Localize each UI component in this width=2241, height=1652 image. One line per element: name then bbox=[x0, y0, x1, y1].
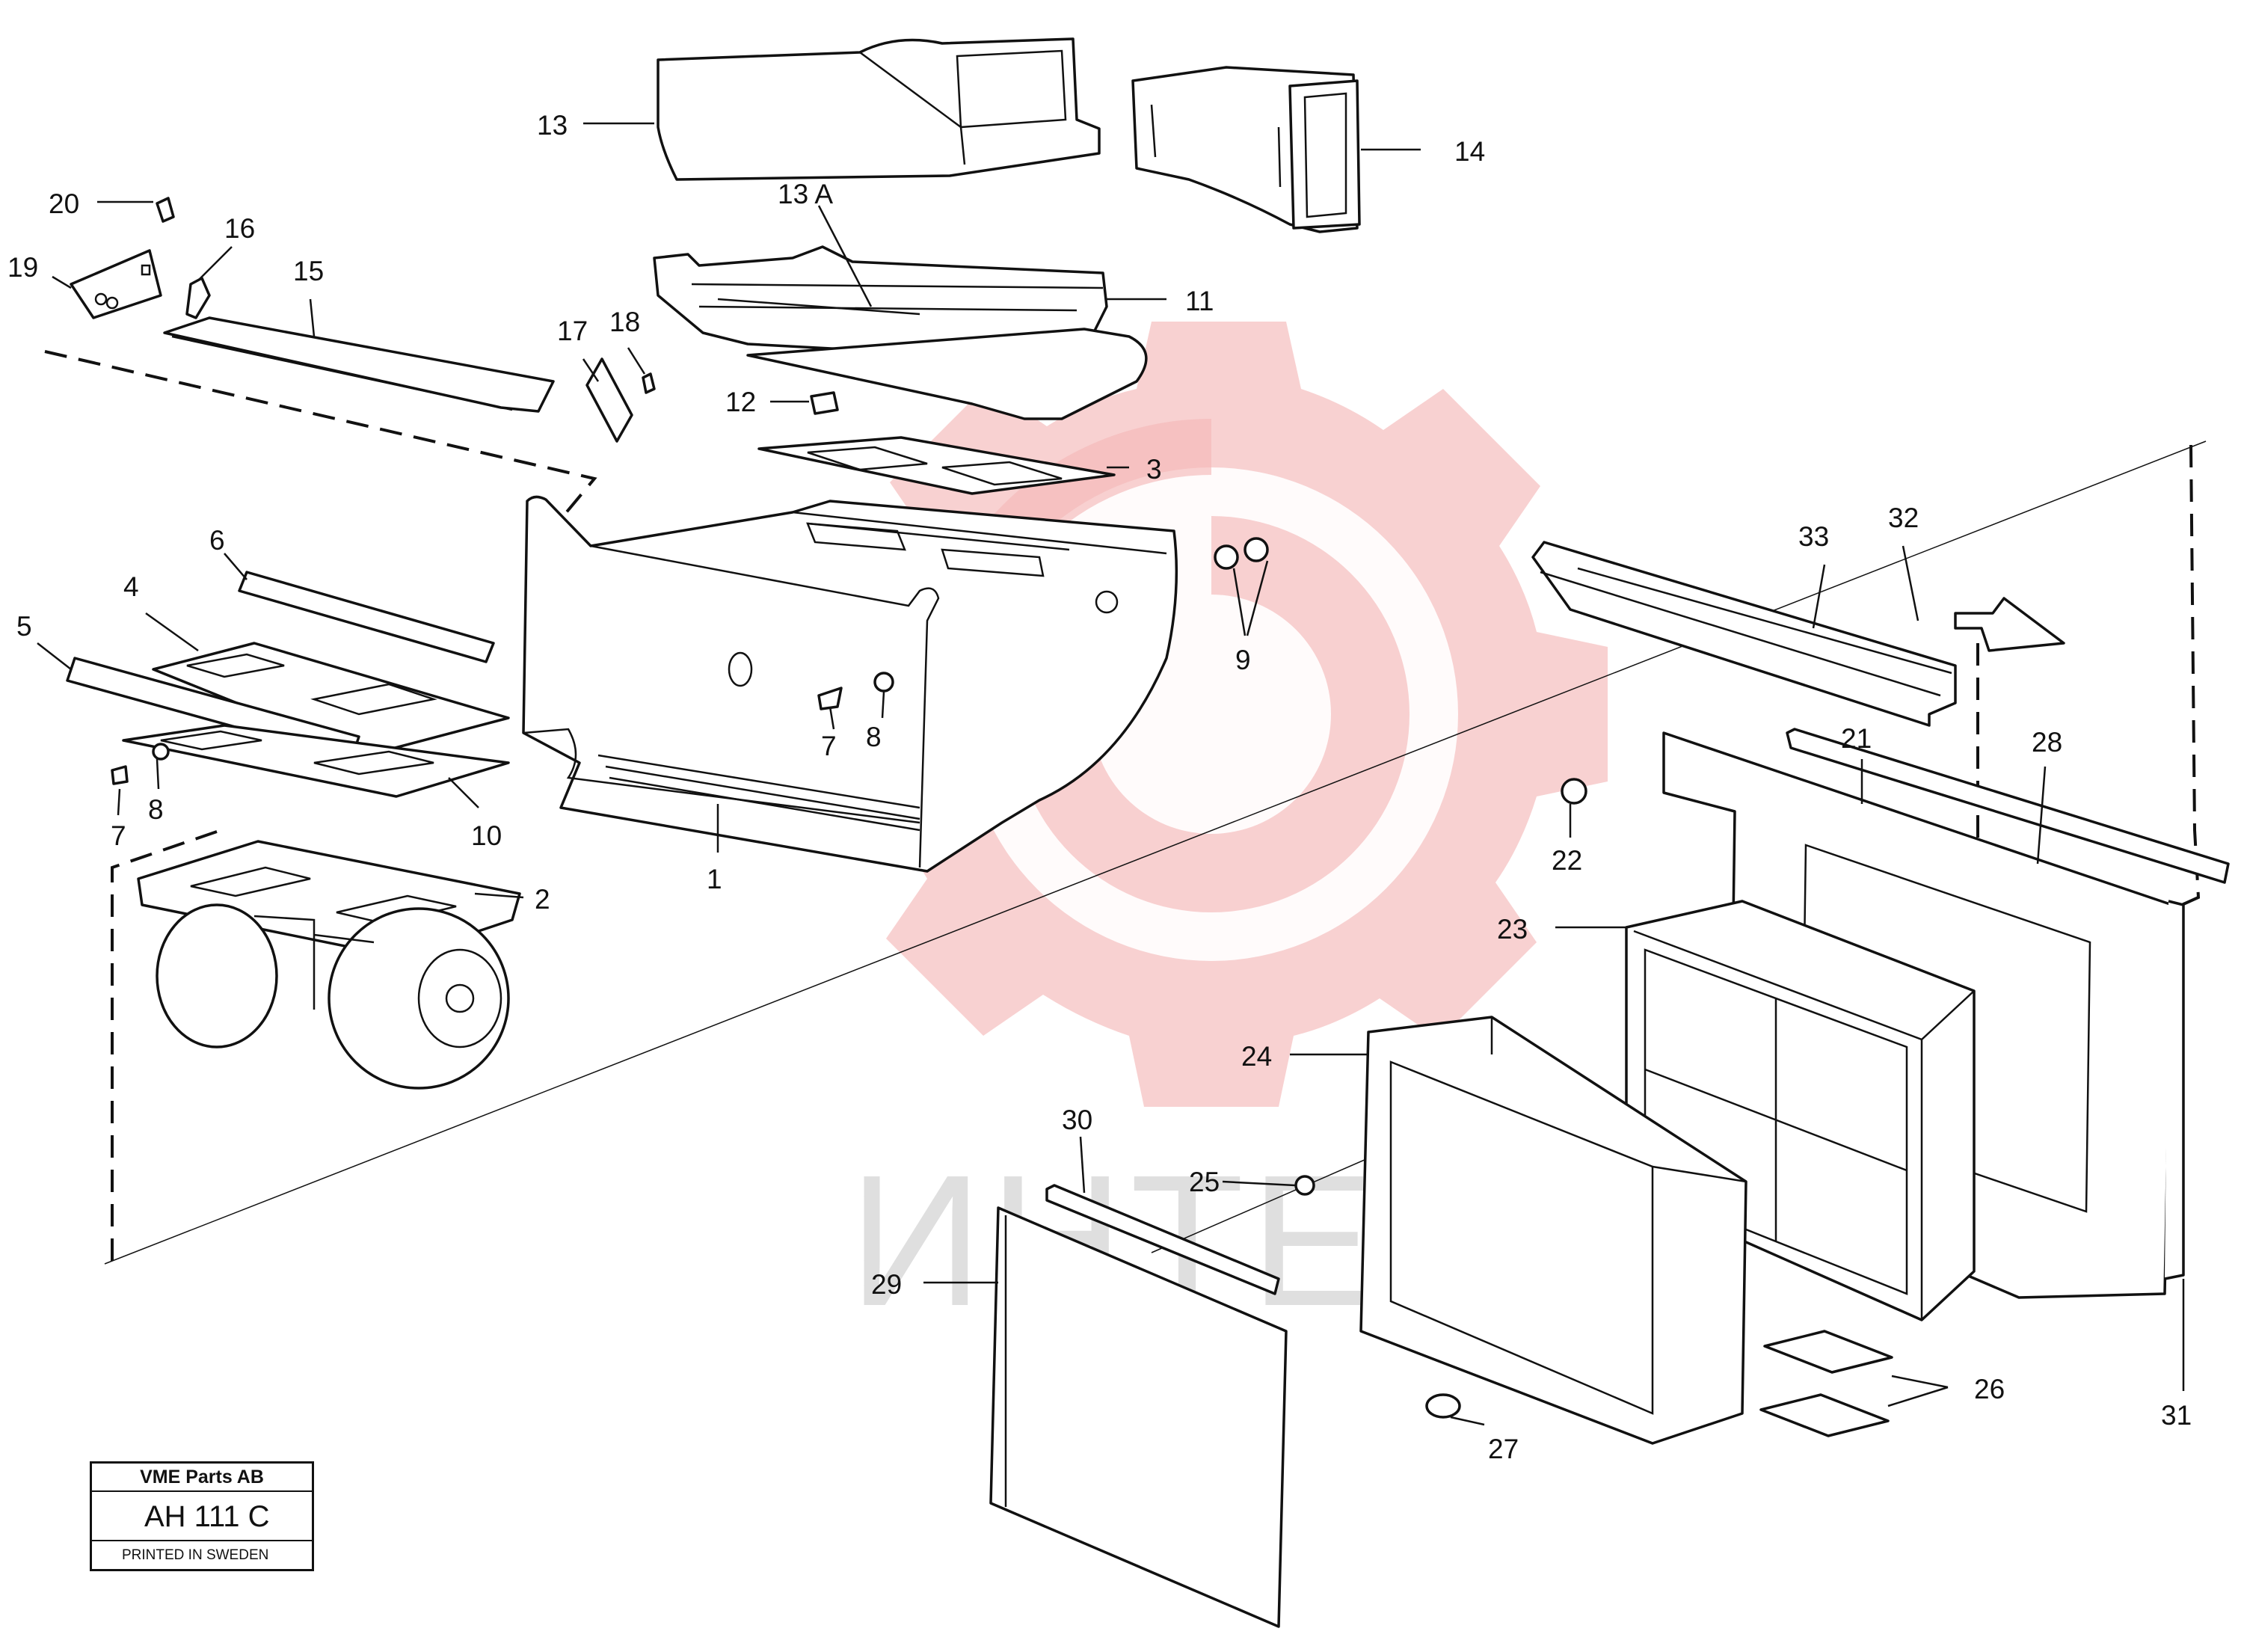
callout-7-left: 7 bbox=[111, 820, 126, 851]
callout-15: 15 bbox=[293, 256, 324, 286]
company-name: VME Parts AB bbox=[92, 1464, 312, 1492]
part-12-clip bbox=[810, 391, 839, 415]
callout-21: 21 bbox=[1841, 723, 1872, 754]
callout-31: 31 bbox=[2161, 1400, 2192, 1431]
part-19-bracket bbox=[70, 249, 162, 319]
callout-6: 6 bbox=[209, 525, 225, 556]
callout-4: 4 bbox=[123, 571, 139, 602]
part-20-screw bbox=[156, 197, 175, 223]
callout-1: 1 bbox=[707, 864, 722, 894]
callout-10: 10 bbox=[471, 820, 502, 851]
callout-9: 9 bbox=[1235, 645, 1251, 675]
part-9-washer bbox=[1244, 537, 1269, 562]
callout-2: 2 bbox=[535, 884, 550, 915]
drawing-code: AH 111 C bbox=[92, 1492, 312, 1541]
callout-14: 14 bbox=[1454, 136, 1485, 167]
callout-24: 24 bbox=[1241, 1041, 1272, 1072]
callout-17: 17 bbox=[557, 316, 588, 346]
callout-3: 3 bbox=[1146, 454, 1162, 485]
callout-20: 20 bbox=[49, 188, 79, 219]
alignment-line bbox=[1151, 1151, 1384, 1253]
part-13-air-duct bbox=[657, 37, 1101, 181]
title-block: VME Parts AB AH 111 C PRINTED IN SWEDEN bbox=[90, 1461, 314, 1571]
part-15-cover-strip bbox=[163, 316, 555, 413]
printed-note: PRINTED IN SWEDEN bbox=[122, 1547, 269, 1563]
callout-13a: 13 A bbox=[778, 179, 833, 209]
part-22-nut bbox=[1561, 778, 1587, 805]
part-11-air-distribution-tray bbox=[653, 245, 1148, 420]
part-8-washer bbox=[873, 672, 894, 693]
part-30-seal bbox=[1045, 1184, 1280, 1295]
part-27-plug bbox=[1425, 1393, 1461, 1419]
callout-26: 26 bbox=[1974, 1374, 2005, 1404]
part-32-rail bbox=[1531, 541, 1957, 727]
part-8-washer bbox=[152, 743, 170, 761]
part-16-pin bbox=[185, 277, 211, 319]
part-18-screw bbox=[642, 372, 656, 394]
part-7-screw bbox=[111, 765, 129, 785]
part-9-washer bbox=[1214, 544, 1239, 570]
part-31-seal bbox=[2164, 900, 2185, 1280]
part-25-screw bbox=[1294, 1175, 1315, 1196]
callout-18: 18 bbox=[609, 307, 640, 337]
callout-22: 22 bbox=[1552, 845, 1582, 876]
callout-33: 33 bbox=[1798, 521, 1829, 552]
part-7-screw bbox=[817, 687, 843, 710]
callout-8-left: 8 bbox=[148, 794, 164, 825]
callout-30: 30 bbox=[1062, 1105, 1092, 1135]
callout-32: 32 bbox=[1888, 503, 1919, 533]
callout-25: 25 bbox=[1189, 1167, 1220, 1197]
part-6-mounting-strip bbox=[238, 571, 495, 663]
mounting-dashed-outline bbox=[44, 350, 597, 525]
callout-27: 27 bbox=[1488, 1434, 1519, 1464]
part-3-gasket bbox=[757, 436, 1116, 495]
part-1-heater-housing bbox=[522, 495, 1178, 873]
callout-11: 11 bbox=[1185, 286, 1214, 316]
alignment-line bbox=[104, 440, 2207, 1265]
callout-8-center: 8 bbox=[866, 722, 882, 752]
mounting-dashed-outline bbox=[111, 830, 218, 1271]
callout-12: 12 bbox=[725, 387, 756, 417]
callout-13: 13 bbox=[537, 110, 568, 141]
part-29-cover-panel bbox=[989, 1206, 1288, 1628]
part-10-gasket bbox=[122, 724, 510, 798]
callout-23: 23 bbox=[1497, 914, 1528, 945]
part-26-foam-pads bbox=[1759, 1330, 1893, 1437]
callout-29: 29 bbox=[871, 1269, 902, 1300]
part-14-air-duct bbox=[1131, 66, 1361, 233]
direction-arrow-icon bbox=[1954, 597, 2065, 652]
callout-5: 5 bbox=[16, 611, 32, 642]
callout-28: 28 bbox=[2032, 727, 2062, 758]
part-28-seal-strip bbox=[1786, 728, 2230, 884]
part-24-filter-frame bbox=[1359, 1016, 1747, 1445]
part-2-blower-fan bbox=[137, 840, 521, 1090]
callout-7-center: 7 bbox=[821, 731, 837, 761]
callout-19: 19 bbox=[7, 252, 38, 283]
callout-leaders bbox=[37, 122, 2185, 1426]
part-17-bracket bbox=[585, 357, 633, 443]
callout-16: 16 bbox=[224, 213, 255, 244]
